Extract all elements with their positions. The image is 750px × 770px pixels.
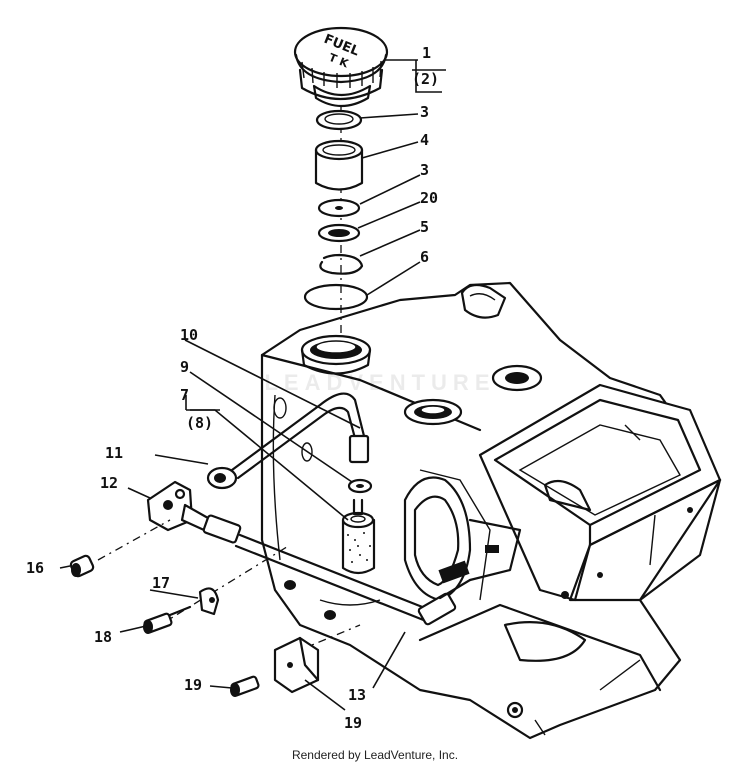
cap-gasket xyxy=(315,109,363,131)
lower-washer xyxy=(317,198,361,218)
shutoff-valve xyxy=(146,480,210,532)
hose-clamp xyxy=(206,466,238,490)
callout-11: 11 xyxy=(105,444,123,462)
callout-10: 10 xyxy=(180,326,198,344)
callout-6: 6 xyxy=(420,248,429,266)
callout-20: 20 xyxy=(420,189,438,207)
callout-labels: 1 (2) 3 4 3 20 5 6 10 9 7 (8) 11 12 16 1… xyxy=(26,44,446,732)
screw-18 xyxy=(143,605,192,634)
callout-19-bracket: 19 xyxy=(344,714,362,732)
leader-lines xyxy=(59,59,442,711)
valve-axis-line xyxy=(97,519,171,561)
crank-seal-area xyxy=(403,469,522,602)
bracket-axis-line xyxy=(299,624,361,651)
o-ring xyxy=(303,283,369,311)
callout-13: 13 xyxy=(348,686,366,704)
mounting-bracket xyxy=(273,636,320,694)
fuel-cap: FUEL T K xyxy=(293,26,389,108)
callout-18: 18 xyxy=(94,628,112,646)
snap-ring xyxy=(319,253,364,275)
callout-16: 16 xyxy=(26,559,44,577)
callout-3-bottom: 3 xyxy=(420,161,429,179)
watermark-text: LEADVENTURE xyxy=(264,370,496,395)
callout-12: 12 xyxy=(100,474,118,492)
screw-19 xyxy=(230,675,260,697)
callout-1: 1 xyxy=(422,44,431,62)
fuel-tank-housing xyxy=(260,281,722,740)
callout-17: 17 xyxy=(152,574,170,592)
callout-9: 9 xyxy=(180,358,189,376)
fuel-line xyxy=(230,392,370,480)
callout-5: 5 xyxy=(420,218,429,236)
clip-axis-line xyxy=(159,544,291,626)
callout-3-top: 3 xyxy=(420,103,429,121)
filter-washer xyxy=(347,478,373,494)
fuel-filter xyxy=(341,498,376,575)
footer-credit: Rendered by LeadVenture, Inc. xyxy=(291,748,459,762)
callout-1-qty: (2) xyxy=(412,70,439,88)
control-box xyxy=(478,383,722,602)
line-clip xyxy=(198,587,220,616)
callout-7-qty: (8) xyxy=(186,414,213,432)
seal-ring xyxy=(317,223,361,243)
screw-16 xyxy=(69,554,95,578)
callout-19-screw: 19 xyxy=(184,676,202,694)
callout-7: 7 xyxy=(180,386,189,404)
fuel-pipe xyxy=(202,514,472,626)
callout-4: 4 xyxy=(420,131,429,149)
exploded-parts-diagram: FUEL T K xyxy=(26,26,722,740)
filler-sleeve xyxy=(314,139,364,191)
